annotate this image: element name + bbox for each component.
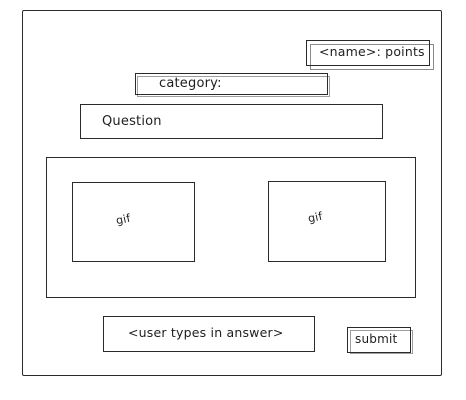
answer-input[interactable] xyxy=(103,316,315,352)
gif-placeholder-left xyxy=(72,182,195,262)
submit-button[interactable] xyxy=(347,327,411,353)
submit-button-sketch-shadow xyxy=(350,330,413,354)
app-window-frame xyxy=(22,10,442,376)
answer-placeholder-text: <user types in answer> xyxy=(128,325,284,340)
question-text: Question xyxy=(102,114,162,129)
category-bar-sketch-shadow xyxy=(137,76,330,97)
points-badge-sketch-shadow xyxy=(310,44,434,70)
gif-panel xyxy=(46,157,416,298)
gif-label-right: gif xyxy=(306,209,324,226)
question-box xyxy=(80,104,383,139)
category-bar xyxy=(135,73,328,95)
submit-button-label: submit xyxy=(355,332,398,346)
gif-label-left: gif xyxy=(114,211,132,228)
player-points-badge xyxy=(306,40,430,66)
category-label: category: xyxy=(159,76,222,91)
player-points-label: <name>: points xyxy=(319,44,425,59)
gif-placeholder-right xyxy=(268,181,386,262)
